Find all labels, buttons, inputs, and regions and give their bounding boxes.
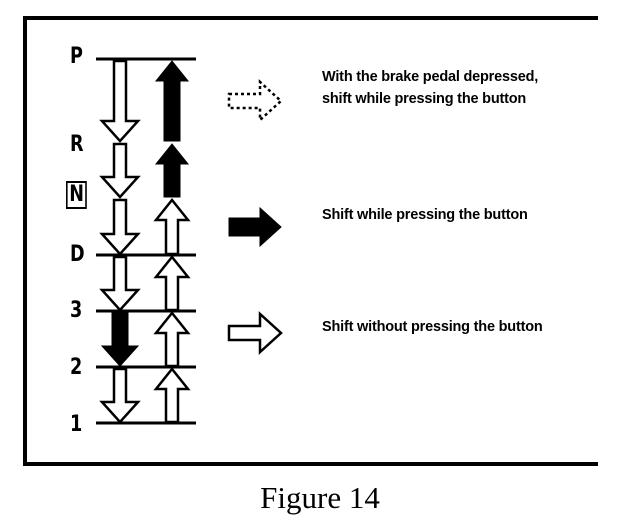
gear-line-p [96,57,196,61]
legend-arrow-dotted-hollow-icon [227,79,283,123]
legend-text-press-button: Shift while pressing the button [322,207,528,223]
frame-left-border [23,16,27,466]
gear-label-n: N [66,181,88,209]
shift-arrow-down-3-to-2 [100,312,140,367]
shift-arrow-down-2-to-1 [99,367,141,424]
shift-arrow-down-p-to-r [99,59,141,143]
gear-label-r: R [70,132,84,157]
shift-arrow-down-r-to-n [99,142,141,199]
legend-text-no-button: Shift without pressing the button [322,319,543,335]
gear-label-d: D [70,242,85,267]
gear-label-3: 3 [70,298,83,323]
shift-arrow-down-n-to-d [99,198,141,256]
shift-arrow-down-d-to-3 [99,255,141,312]
gear-label-1: 1 [70,412,83,437]
shift-arrow-up-r-to-p [154,60,190,142]
figure-caption: Figure 14 [260,480,380,515]
shift-arrow-up-1-to-2 [153,366,191,424]
gear-line-1 [96,421,196,425]
gear-label-p: P [70,44,83,69]
gear-line-d [96,253,196,257]
gear-line-3 [96,309,196,313]
shift-arrow-up-d-to-n [153,197,191,256]
legend-arrow-hollow-icon [227,311,283,355]
frame-top-border [23,16,598,20]
gear-label-2: 2 [70,355,83,380]
shift-arrow-up-2-to-3 [153,310,191,368]
shift-arrow-up-3-to-d [153,254,191,312]
frame-bottom-border [23,462,598,466]
gear-line-2 [96,365,196,369]
legend-text-brake-and-button: With the brake pedal depressed, shift wh… [322,69,539,107]
legend-arrow-filled-icon [228,206,282,248]
shift-arrow-up-n-to-r [154,143,190,198]
